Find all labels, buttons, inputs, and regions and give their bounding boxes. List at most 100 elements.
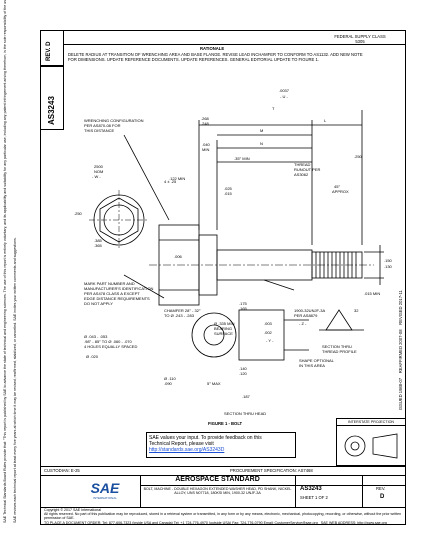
svg-text:- U -: - U - [280, 94, 288, 99]
svg-text:.090: .090 [164, 381, 173, 386]
svg-text:DO NOT APPLY: DO NOT APPLY [84, 301, 113, 306]
svg-text:IN THIS AREA: IN THIS AREA [299, 363, 325, 368]
footer-rev-value: D [380, 494, 385, 500]
svg-text:PER AS870-08 FOR: PER AS870-08 FOR [84, 123, 121, 128]
svg-text:SECTION THRU: SECTION THRU [322, 344, 352, 349]
svg-text:.040: .040 [202, 142, 211, 147]
legal-notice-2: SAE reviews each technical report at lea… [13, 237, 17, 523]
feedback-box: SAE values your input. To provide feedba… [146, 432, 296, 458]
svg-text:THREAD: THREAD [294, 162, 311, 167]
projection-label: INTERSTATE PROJECTION [337, 419, 405, 427]
custodian: CUSTODIAN: E-25 [44, 468, 80, 473]
sheet-number: SHEET 1 OF 2 [300, 495, 328, 500]
wrenching-note-1: WRENCHING CONFIGURATION [84, 118, 144, 123]
footer-doc-number: AS3243 [300, 486, 322, 492]
svg-text:.35° MIN: .35° MIN [234, 156, 250, 161]
svg-text:NOM: NOM [94, 169, 103, 174]
svg-text:.140: .140 [239, 366, 248, 371]
svg-text:.98° - 85° TO Ø .060 - .070: .98° - 85° TO Ø .060 - .070 [84, 339, 133, 344]
svg-text:- W -: - W - [92, 174, 101, 179]
svg-text:.120: .120 [239, 371, 248, 376]
feedback-line-1: SAE values your input. To provide feedba… [149, 435, 262, 441]
svg-text:SHAPE OPTIONAL: SHAPE OPTIONAL [299, 358, 335, 363]
svg-text:.130: .130 [384, 264, 393, 269]
rev-box: REV. D [40, 30, 64, 66]
svg-text:.268: .268 [201, 116, 210, 121]
svg-text:Ø .335 MIN: Ø .335 MIN [214, 321, 235, 326]
svg-text:32: 32 [354, 308, 359, 313]
fsc-label: FEDERAL SUPPLY CLASS 5305 [334, 34, 386, 44]
rationale-text: DELETE RADIUS AT TRANSITION OF WRENCHING… [68, 52, 363, 62]
sae-logo: SAE INTERNATIONAL [90, 480, 120, 500]
svg-text:.250: .250 [74, 211, 83, 216]
svg-text:.015: .015 [224, 191, 233, 196]
svg-text:- Y -: - Y - [266, 338, 274, 343]
svg-text:1900-32UNJF-3A: 1900-32UNJF-3A [294, 308, 325, 313]
bolt-drawing: WRENCHING CONFIGURATION PER AS870-08 FOR… [74, 88, 393, 416]
svg-text:THIS DISTANCE: THIS DISTANCE [84, 128, 114, 133]
part-title: BOLT, MACHINE - DOUBLE HEXAGON EXTENDED … [143, 487, 292, 496]
svg-text:TO Ø .243 - .283: TO Ø .243 - .283 [164, 313, 195, 318]
svg-text:SURFACE: SURFACE [214, 331, 233, 336]
svg-text:.003: .003 [264, 321, 273, 326]
svg-text:L: L [324, 118, 327, 123]
svg-text:5° MAX: 5° MAX [207, 381, 221, 386]
svg-text:THREAD PROFILE: THREAD PROFILE [322, 349, 357, 354]
svg-text:SECTION THRU HEAD: SECTION THRU HEAD [224, 411, 266, 416]
svg-text:2500: 2500 [94, 164, 104, 169]
header-divider [64, 44, 406, 45]
legal-notice-1: SAE Technical Standards Board Rules prov… [3, 0, 7, 523]
svg-text:CHAMFER 28° - 32°: CHAMFER 28° - 32° [164, 308, 201, 313]
section-head-circle [191, 312, 237, 358]
copyright-block: Copyright © 2017 SAE International All r… [44, 508, 402, 525]
svg-text:Ø .110: Ø .110 [164, 376, 176, 381]
svg-text:Ø .020: Ø .020 [86, 354, 99, 359]
svg-text:MANUFACTURER'S IDENTIFICATION: MANUFACTURER'S IDENTIFICATION [84, 286, 153, 291]
svg-text:PER AS478 CLASS A EXCEPT: PER AS478 CLASS A EXCEPT [84, 291, 140, 296]
footer-divider-top [40, 466, 406, 467]
svg-text:APPROX: APPROX [332, 189, 349, 194]
svg-text:.002: .002 [264, 330, 273, 335]
svg-text:RUNOUT PER: RUNOUT PER [294, 167, 320, 172]
svg-text:.175: .175 [239, 301, 248, 306]
svg-text:.187: .187 [242, 394, 251, 399]
svg-text:.025: .025 [224, 186, 233, 191]
svg-text:.248: .248 [201, 121, 210, 126]
svg-text:.250: .250 [354, 154, 363, 159]
svg-text:- Z -: - Z - [299, 321, 307, 326]
svg-text:.150: .150 [384, 258, 393, 263]
svg-text:4 ± .25: 4 ± .25 [164, 179, 177, 184]
svg-text:.122 MIN: .122 MIN [169, 176, 185, 181]
svg-text:AS3062: AS3062 [294, 172, 309, 177]
svg-text:Ø .043 - .053: Ø .043 - .053 [84, 334, 108, 339]
svg-text:4 HOLES EQUALLY SPACED: 4 HOLES EQUALLY SPACED [84, 344, 137, 349]
svg-text:PER AS8879: PER AS8879 [294, 313, 318, 318]
sheet-frame [40, 30, 406, 525]
svg-text:M: M [260, 128, 263, 133]
procurement-spec: PROCUREMENT SPECIFICATION: AS7468 [230, 468, 313, 473]
svg-text:45°: 45° [334, 184, 340, 189]
doc-number-box: AS3243 [40, 66, 64, 130]
svg-text:.165: .165 [239, 306, 248, 311]
svg-text:.365: .365 [94, 243, 103, 248]
svg-text:.385: .385 [94, 238, 103, 243]
projection-symbol [344, 433, 398, 459]
svg-text:N: N [260, 141, 263, 146]
footer-divider-2 [40, 475, 406, 476]
rationale-title: RATIONALE [200, 46, 225, 51]
svg-text:MARK PART NUMBER AND: MARK PART NUMBER AND [84, 281, 135, 286]
feedback-link[interactable]: http://standards.sae.org/AS3243D [149, 447, 225, 453]
svg-text:BEARING: BEARING [214, 326, 232, 331]
aerospace-standard: AEROSPACE STANDARD [175, 476, 260, 483]
figure-caption: FIGURE 1 - BOLT [208, 421, 243, 426]
svg-text:.015 MIN: .015 MIN [364, 291, 380, 296]
svg-text:.006: .006 [174, 254, 183, 259]
feedback-line-2: Technical Report, please visit [149, 441, 214, 447]
svg-text:.0037: .0037 [279, 88, 290, 93]
thread-profile [325, 309, 353, 331]
footer-rev-label: REV. [376, 486, 386, 491]
doc-number-side: AS3243 [47, 96, 56, 125]
rev-label: REV. D [46, 41, 52, 61]
projection-box: INTERSTATE PROJECTION [336, 418, 406, 466]
svg-text:T: T [272, 106, 275, 111]
